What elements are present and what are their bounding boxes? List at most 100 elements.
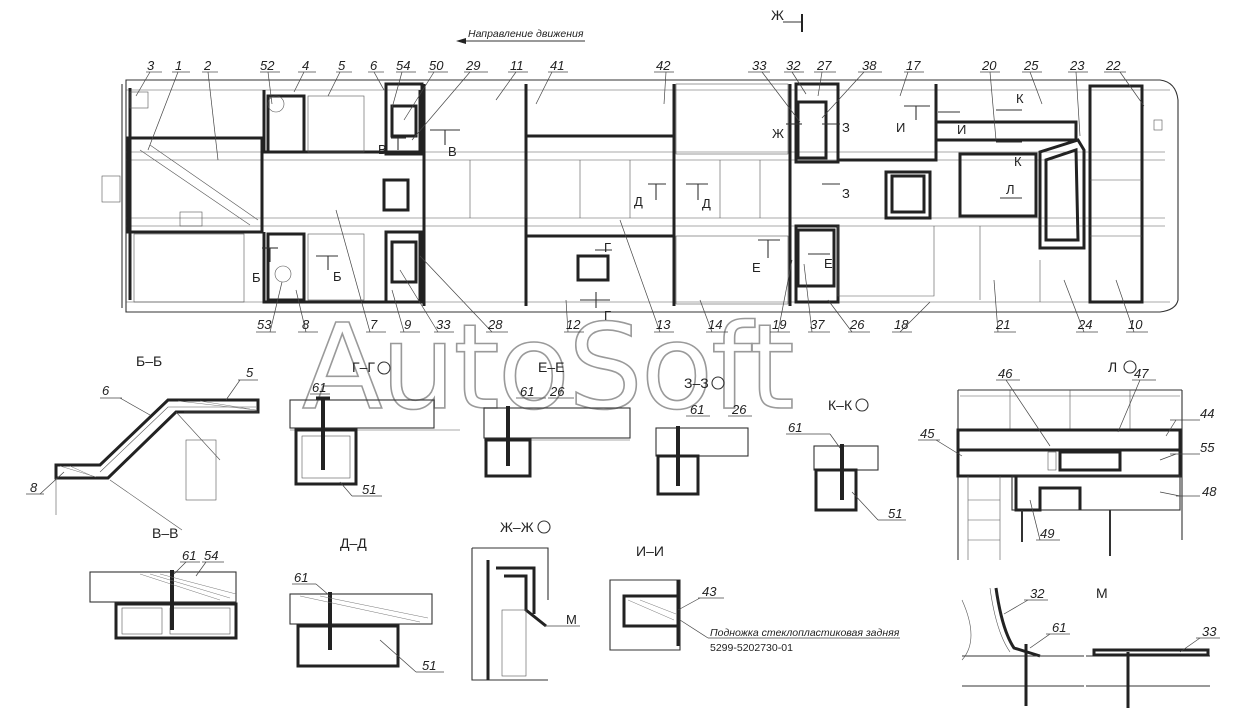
svg-text:26: 26 <box>549 384 565 399</box>
svg-text:22: 22 <box>1105 58 1121 73</box>
svg-text:К: К <box>1016 91 1024 106</box>
svg-text:51: 51 <box>888 506 902 521</box>
svg-text:6: 6 <box>370 58 378 73</box>
svg-text:В: В <box>378 142 387 157</box>
svg-text:Г: Г <box>604 308 611 323</box>
svg-text:7: 7 <box>370 317 378 332</box>
svg-text:Б–Б: Б–Б <box>136 353 162 369</box>
svg-text:В: В <box>448 144 457 159</box>
svg-text:2: 2 <box>203 58 212 73</box>
svg-text:5: 5 <box>338 58 346 73</box>
svg-text:К–К: К–К <box>828 397 853 413</box>
svg-text:61: 61 <box>1052 620 1066 635</box>
svg-text:25: 25 <box>1023 58 1039 73</box>
svg-text:51: 51 <box>362 482 376 497</box>
section-kk: К–К 61 51 <box>786 397 906 521</box>
svg-text:54: 54 <box>396 58 410 73</box>
direction-indicator: Направление движения <box>456 28 585 44</box>
svg-text:26: 26 <box>849 317 865 332</box>
arrow-left-icon <box>456 38 466 44</box>
svg-text:Е–Е: Е–Е <box>538 359 564 375</box>
section-vv: В–В 61 54 <box>89 525 238 640</box>
section-zhzh: Ж–Ж М <box>471 519 580 681</box>
svg-text:41: 41 <box>550 58 564 73</box>
direction-label: Направление движения <box>468 28 584 40</box>
svg-text:46: 46 <box>998 366 1013 381</box>
svg-text:4: 4 <box>302 58 309 73</box>
svg-text:Л: Л <box>1108 359 1117 375</box>
svg-text:Подножка стеклопластиковая зад: Подножка стеклопластиковая задняя <box>710 627 900 639</box>
svg-text:Д–Д: Д–Д <box>340 535 367 551</box>
rotation-icon <box>711 376 725 390</box>
svg-text:6: 6 <box>102 383 110 398</box>
svg-text:48: 48 <box>1202 484 1217 499</box>
svg-text:23: 23 <box>1069 58 1085 73</box>
svg-text:61: 61 <box>788 420 802 435</box>
svg-text:11: 11 <box>510 58 524 73</box>
svg-text:55: 55 <box>1200 440 1215 455</box>
view-mark-zh: Ж <box>771 7 803 32</box>
svg-text:Д: Д <box>702 196 711 211</box>
svg-text:Л: Л <box>1006 182 1015 197</box>
svg-text:И: И <box>896 120 905 135</box>
svg-text:44: 44 <box>1200 406 1214 421</box>
svg-text:8: 8 <box>302 317 310 332</box>
section-dd: Д–Д 61 51 <box>289 535 444 673</box>
svg-text:61: 61 <box>690 402 704 417</box>
svg-text:3: 3 <box>147 58 155 73</box>
svg-text:З: З <box>842 186 850 201</box>
svg-text:18: 18 <box>894 317 909 332</box>
svg-text:12: 12 <box>566 317 581 332</box>
svg-text:Г: Г <box>604 240 611 255</box>
svg-text:И–И: И–И <box>636 543 664 559</box>
svg-text:М: М <box>1096 585 1108 601</box>
svg-text:38: 38 <box>862 58 877 73</box>
svg-text:В–В: В–В <box>152 525 178 541</box>
watermark: AutoSoft <box>302 298 793 436</box>
section-bb: Б–Б 6 5 8 <box>26 353 260 531</box>
view-mark-label: Ж <box>771 7 784 23</box>
svg-text:И: И <box>957 122 966 137</box>
rotation-icon <box>377 361 391 375</box>
svg-text:49: 49 <box>1040 526 1054 541</box>
svg-text:61: 61 <box>294 570 308 585</box>
svg-text:43: 43 <box>702 584 717 599</box>
svg-text:19: 19 <box>772 317 786 332</box>
svg-text:Г–Г: Г–Г <box>352 359 375 375</box>
svg-text:20: 20 <box>981 58 997 73</box>
svg-text:32: 32 <box>786 58 801 73</box>
section-marks: В В Б Б Д Д Г Г Ж З З Е Е И И К К Л <box>252 91 1024 323</box>
section-zz: З–З 61 26 <box>655 375 752 496</box>
svg-text:33: 33 <box>752 58 767 73</box>
section-m: М 32 61 33 <box>961 585 1220 708</box>
rotation-icon <box>855 398 869 412</box>
svg-text:37: 37 <box>810 317 825 332</box>
svg-text:32: 32 <box>1030 586 1045 601</box>
section-gg: Г–Г 61 51 <box>289 359 460 497</box>
rotation-icon <box>1123 360 1137 374</box>
svg-text:27: 27 <box>816 58 832 73</box>
svg-text:33: 33 <box>1202 624 1217 639</box>
svg-text:8: 8 <box>30 480 38 495</box>
svg-text:50: 50 <box>429 58 444 73</box>
svg-text:13: 13 <box>656 317 671 332</box>
section-ee: Е–Е 61 26 <box>483 359 631 478</box>
svg-text:9: 9 <box>404 317 411 332</box>
callouts-bottom: 53 8 7 9 33 28 12 13 14 19 37 26 18 21 2… <box>256 209 1148 333</box>
svg-text:51: 51 <box>422 658 436 673</box>
svg-text:61: 61 <box>312 380 326 395</box>
svg-text:М: М <box>566 612 577 627</box>
svg-text:Е: Е <box>752 260 761 275</box>
svg-text:Д: Д <box>634 194 643 209</box>
section-ii: И–И 43 Подножка стеклопластиковая задняя… <box>609 543 900 654</box>
callouts-top: 3 1 2 52 4 5 6 54 50 29 11 41 42 33 32 2… <box>135 58 1145 161</box>
svg-text:28: 28 <box>487 317 503 332</box>
rotation-icon <box>537 520 551 534</box>
svg-text:Ж: Ж <box>772 126 784 141</box>
svg-text:54: 54 <box>204 548 218 563</box>
svg-text:21: 21 <box>995 317 1010 332</box>
svg-text:З–З: З–З <box>684 375 709 391</box>
svg-text:47: 47 <box>1134 366 1149 381</box>
svg-text:10: 10 <box>1128 317 1143 332</box>
